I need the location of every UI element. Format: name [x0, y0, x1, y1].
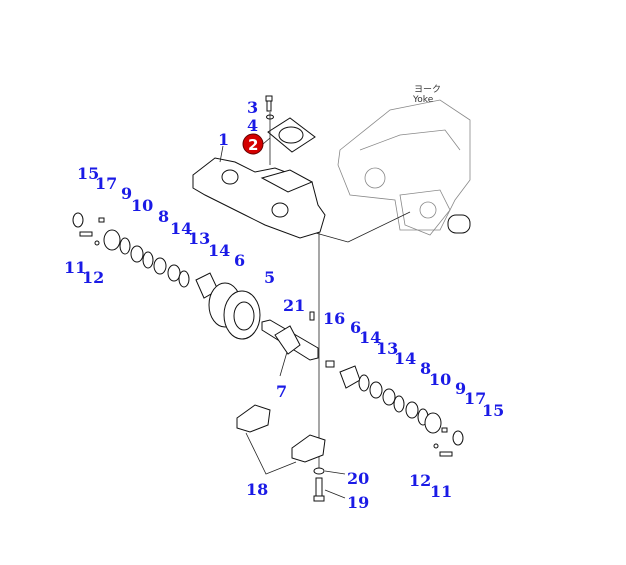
part-bolt-3: [265, 95, 273, 112]
left-seal-stack: [72, 212, 219, 299]
callout-13: 13: [376, 339, 398, 358]
callout-19: 19: [347, 493, 369, 512]
callout-17: 17: [464, 389, 486, 408]
callout-2-badge[interactable]: 2: [242, 133, 264, 155]
callout-5: 5: [264, 268, 275, 287]
callout-6: 6: [350, 318, 361, 337]
callout-8: 8: [158, 207, 169, 226]
callout-21: 21: [283, 296, 305, 315]
callout-15: 15: [482, 401, 504, 420]
callout-14: 14: [208, 241, 230, 260]
callout-10: 10: [429, 370, 451, 389]
callout-2: 2: [248, 136, 258, 154]
callout-1: 1: [218, 130, 229, 149]
part-washer-20: [313, 467, 325, 475]
callout-16: 16: [323, 309, 345, 328]
callout-14: 14: [394, 349, 416, 368]
callout-11: 11: [430, 482, 452, 501]
part-cover-2: [267, 117, 316, 153]
callout-17: 17: [95, 174, 117, 193]
callout-20: 20: [347, 469, 369, 488]
callout-8: 8: [420, 359, 431, 378]
part-idler-5: [208, 282, 261, 340]
yoke-drawing: [304, 99, 471, 243]
callout-3: 3: [247, 98, 258, 117]
callout-15: 15: [77, 164, 99, 183]
yoke-label-en: Yoke: [412, 95, 434, 105]
callout-12: 12: [409, 471, 431, 490]
part-case-1: [192, 157, 326, 239]
callout-13: 13: [188, 229, 210, 248]
callout-6: 6: [234, 251, 245, 270]
yoke-label-jp: ヨーク: [414, 84, 441, 95]
right-seal-stack: [325, 360, 464, 457]
part-support-18: [236, 404, 326, 463]
part-bolt-19: [313, 477, 325, 502]
callout-14: 14: [359, 328, 381, 347]
callout-9: 9: [455, 379, 466, 398]
callout-10: 10: [131, 196, 153, 215]
callout-18: 18: [246, 480, 268, 499]
callout-14: 14: [170, 219, 192, 238]
callout-11: 11: [64, 258, 86, 277]
callout-7: 7: [276, 382, 287, 401]
callout-12: 12: [82, 268, 104, 287]
callout-9: 9: [121, 184, 132, 203]
callout-4: 4: [247, 116, 258, 135]
part-shaft-7: [261, 311, 319, 361]
